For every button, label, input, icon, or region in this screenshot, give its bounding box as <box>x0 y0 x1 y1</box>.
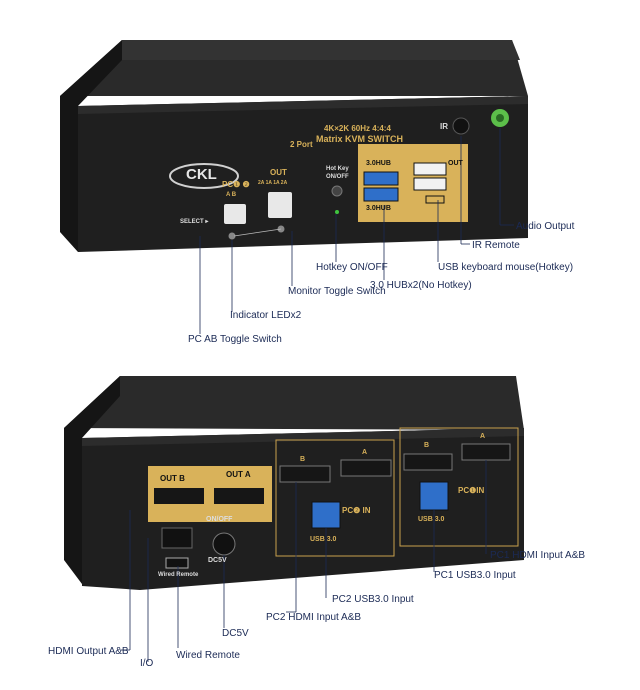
ir-label: IR <box>440 122 448 131</box>
pc1-b-label: B <box>424 442 430 449</box>
dc-label: DC5V <box>208 557 227 564</box>
brand-logo: CKL <box>186 166 217 183</box>
callout-pc2-usb: PC2 USB3.0 Input <box>332 594 414 605</box>
out-port-label: OUT <box>448 160 463 167</box>
front-unit <box>60 40 528 252</box>
hub-bottom-label: 3.0HUB <box>366 205 391 212</box>
pc2-in-label: PC❷ IN <box>342 506 371 515</box>
callout-hdmi-output: HDMI Output A&B <box>48 646 129 657</box>
pc-select-sub: A B <box>226 192 237 198</box>
out-b-label: OUT B <box>160 474 185 483</box>
callout-pc-ab-toggle: PC AB Toggle Switch <box>188 334 282 345</box>
callout-pc1-hdmi: PC1 HDMI Input A&B <box>490 550 586 561</box>
callout-usb-keyboard-mouse: USB keyboard mouse(Hotkey) <box>438 262 574 273</box>
callout-monitor-toggle: Monitor Toggle Switch <box>288 286 386 297</box>
hotkey-sub: ON/OFF <box>326 174 349 180</box>
hotkey-label: Hot Key <box>326 166 349 172</box>
callout-dc5v: DC5V <box>222 628 249 639</box>
out-label: OUT <box>270 168 287 177</box>
pc2-a-label: A <box>362 449 368 456</box>
callout-io: I/O <box>140 658 154 669</box>
hub-top-label: 3.0HUB <box>366 160 391 167</box>
out-a-label: OUT A <box>226 470 251 479</box>
back-callout-lines <box>120 460 487 662</box>
wired-remote-print: Wired Remote <box>158 572 199 578</box>
pc1-in-label: PC❶IN <box>458 486 485 495</box>
callout-pc2-hdmi: PC2 HDMI Input A&B <box>266 612 362 623</box>
callout-ir-remote: IR Remote <box>472 240 520 251</box>
callout-hub: 3.0 HUBx2(No Hotkey) <box>370 280 472 291</box>
model-badge: 2 Port <box>290 140 313 149</box>
pc1-usb-label: USB 3.0 <box>418 516 445 523</box>
on-off-label: ON/OFF <box>206 516 233 523</box>
pc2-b-label: B <box>300 456 306 463</box>
front-callout-lines <box>199 128 514 334</box>
select-label: SELECT ▸ <box>180 219 209 225</box>
callout-pc1-usb: PC1 USB3.0 Input <box>434 570 516 581</box>
model-line1: 4K×2K 60Hz 4:4:4 <box>324 124 391 133</box>
pc2-usb-label: USB 3.0 <box>310 536 337 543</box>
model-line2: Matrix KVM SWITCH <box>316 134 404 144</box>
callout-hotkey: Hotkey ON/OFF <box>316 262 388 273</box>
callout-indicator-led: Indicator LEDx2 <box>230 310 302 321</box>
callout-wired-remote: Wired Remote <box>176 650 240 661</box>
pc-select-label: PC❶ ❷ <box>222 180 250 189</box>
back-unit <box>64 376 524 590</box>
pc1-a-label: A <box>480 433 486 440</box>
callout-audio-output: Audio Output <box>516 221 575 232</box>
out-sub: 2A 1A 1A 2A <box>258 180 288 186</box>
